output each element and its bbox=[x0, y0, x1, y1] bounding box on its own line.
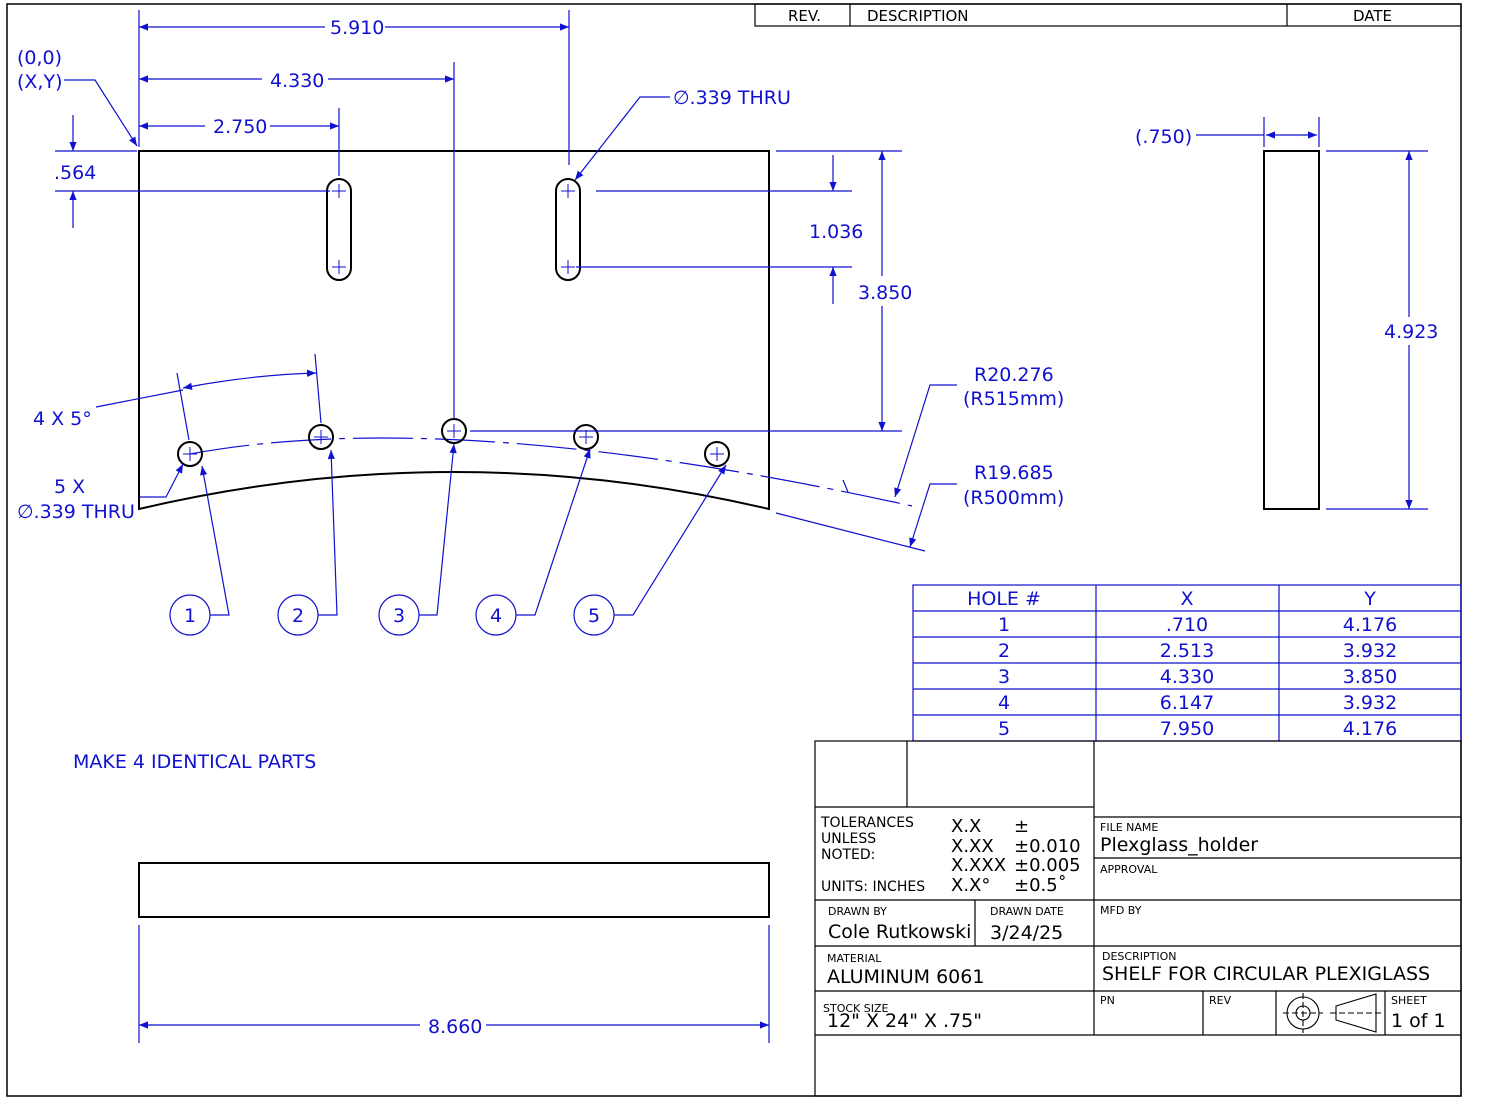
tol-xxxx: X.XXX bbox=[951, 855, 1006, 876]
slot-right bbox=[555, 178, 581, 281]
tol-xxxx-value: ±0.005 bbox=[1014, 855, 1081, 876]
thickness-dim: (.750) bbox=[1135, 126, 1192, 148]
units-label: UNITS: INCHES bbox=[821, 879, 925, 895]
file-name: Plexglass_holder bbox=[1100, 834, 1258, 856]
balloon-2: 2 bbox=[292, 605, 304, 627]
tol-xxx: X.XX bbox=[951, 836, 994, 857]
hole-table-text: HOLE # X Y 1 .710 4.176 2 2.513 3.932 3 … bbox=[967, 588, 1397, 740]
hole-table-cell: 5 bbox=[998, 718, 1010, 740]
projection-symbol-icon bbox=[1283, 993, 1382, 1033]
hole-table-cell: 3 bbox=[998, 666, 1010, 688]
note-make-parts: MAKE 4 IDENTICAL PARTS bbox=[73, 751, 316, 773]
date-header: DATE bbox=[1353, 7, 1392, 25]
material-label: MATERIAL bbox=[827, 952, 882, 965]
inner-radius-in: R19.685 bbox=[974, 462, 1054, 484]
side-view bbox=[1263, 150, 1320, 510]
hole-table-cell: 1 bbox=[998, 614, 1010, 636]
outer-radius-mm: (R515mm) bbox=[963, 388, 1064, 410]
balloon-5: 5 bbox=[588, 605, 600, 627]
tol-angle-value: ±0.5˚ bbox=[1014, 875, 1067, 896]
dim-8660: 8.660 bbox=[428, 1016, 482, 1038]
material: ALUMINUM 6061 bbox=[827, 966, 984, 988]
balloon-4: 4 bbox=[490, 605, 502, 627]
dim-2750: 2.750 bbox=[213, 116, 267, 138]
tolerances-label-line: TOLERANCES bbox=[820, 815, 914, 831]
hole-table-header: X bbox=[1180, 588, 1193, 610]
hole-table-cell: 4 bbox=[998, 692, 1010, 714]
origin-label-1: (0,0) bbox=[17, 47, 62, 69]
part-outline bbox=[138, 150, 770, 511]
title-block-text: TOLERANCES UNLESS NOTED: X.X ± X.XX ±0.0… bbox=[820, 815, 1446, 1032]
tol-xx-value: ± bbox=[1014, 816, 1029, 837]
hole-table-cell: 6.147 bbox=[1160, 692, 1214, 714]
hole-table-cell: 2 bbox=[998, 640, 1010, 662]
bolt-circle-centerline bbox=[189, 437, 913, 507]
mfd-by-label: MFD BY bbox=[1100, 904, 1142, 917]
drawn-by-label: DRAWN BY bbox=[828, 905, 887, 918]
balloons: 1 2 3 4 5 bbox=[169, 594, 615, 636]
inner-radius-mm: (R500mm) bbox=[963, 487, 1064, 509]
stock-size-label: STOCK SIZE bbox=[823, 1002, 889, 1015]
hole-1 bbox=[177, 441, 203, 467]
tolerances-label: TOLERANCES UNLESS NOTED: bbox=[820, 815, 918, 863]
description-label: DESCRIPTION bbox=[1102, 950, 1176, 963]
revision-block: REV. DESCRIPTION DATE bbox=[754, 3, 1462, 27]
hole-2 bbox=[308, 424, 334, 450]
dim-564: .564 bbox=[54, 162, 96, 184]
holes-dia-callout: ∅.339 THRU bbox=[17, 501, 135, 523]
tol-xx: X.X bbox=[951, 816, 981, 837]
dim-5910: 5.910 bbox=[330, 17, 384, 39]
title-block bbox=[814, 740, 1462, 1097]
front-view bbox=[138, 150, 913, 511]
tolerances-label-line: NOTED: bbox=[821, 847, 875, 863]
rev-label: REV bbox=[1209, 994, 1232, 1007]
balloon-3: 3 bbox=[393, 605, 405, 627]
outer-radius-in: R20.276 bbox=[974, 364, 1054, 386]
stock-size: 12" X 24" X .75" bbox=[827, 1010, 982, 1032]
slot-hole-callout: ∅.339 THRU bbox=[673, 87, 791, 109]
hole-table-header: Y bbox=[1363, 588, 1376, 610]
tol-angle: X.X° bbox=[951, 875, 990, 896]
hole-table-cell: 4.330 bbox=[1160, 666, 1214, 688]
sheet-border bbox=[6, 3, 1462, 1097]
file-name-label: FILE NAME bbox=[1100, 821, 1158, 834]
angle-callout: 4 X 5° bbox=[33, 408, 92, 430]
dim-3850: 3.850 bbox=[858, 282, 912, 304]
holes-count-callout: 5 X bbox=[54, 476, 85, 498]
origin-label-2: (X,Y) bbox=[17, 71, 63, 93]
tolerances-label-line: UNLESS bbox=[821, 831, 876, 847]
pn-label: PN bbox=[1100, 994, 1115, 1007]
dim-4330: 4.330 bbox=[270, 70, 324, 92]
hole-5 bbox=[704, 441, 730, 467]
hole-table-cell: 3.850 bbox=[1343, 666, 1397, 688]
dim-4923: 4.923 bbox=[1384, 321, 1438, 343]
rev-header: REV. bbox=[788, 7, 821, 25]
sheet-number: 1 of 1 bbox=[1391, 1010, 1446, 1032]
slot-left bbox=[326, 178, 352, 281]
dim-1036: 1.036 bbox=[809, 221, 863, 243]
bottom-view bbox=[138, 862, 770, 918]
hole-table-header: HOLE # bbox=[967, 588, 1041, 610]
balloon-1: 1 bbox=[184, 605, 196, 627]
description: SHELF FOR CIRCULAR PLEXIGLASS bbox=[1102, 963, 1430, 985]
tol-xxx-value: ±0.010 bbox=[1014, 836, 1081, 857]
hole-table-cell: 3.932 bbox=[1343, 640, 1397, 662]
hole-table-cell: 4.176 bbox=[1343, 614, 1397, 636]
hole-table-cell: 4.176 bbox=[1343, 718, 1397, 740]
description-header: DESCRIPTION bbox=[867, 7, 969, 25]
drawn-by: Cole Rutkowski bbox=[828, 921, 971, 943]
dimensions bbox=[55, 10, 1428, 1043]
drawn-date: 3/24/25 bbox=[990, 922, 1063, 944]
hole-table-cell: 3.932 bbox=[1343, 692, 1397, 714]
hole-table-cell: .710 bbox=[1166, 614, 1208, 636]
approval-label: APPROVAL bbox=[1100, 863, 1158, 876]
hole-table-cell: 7.950 bbox=[1160, 718, 1214, 740]
sheet-label: SHEET bbox=[1391, 994, 1427, 1007]
hole-table-cell: 2.513 bbox=[1160, 640, 1214, 662]
drawn-date-label: DRAWN DATE bbox=[990, 905, 1064, 918]
